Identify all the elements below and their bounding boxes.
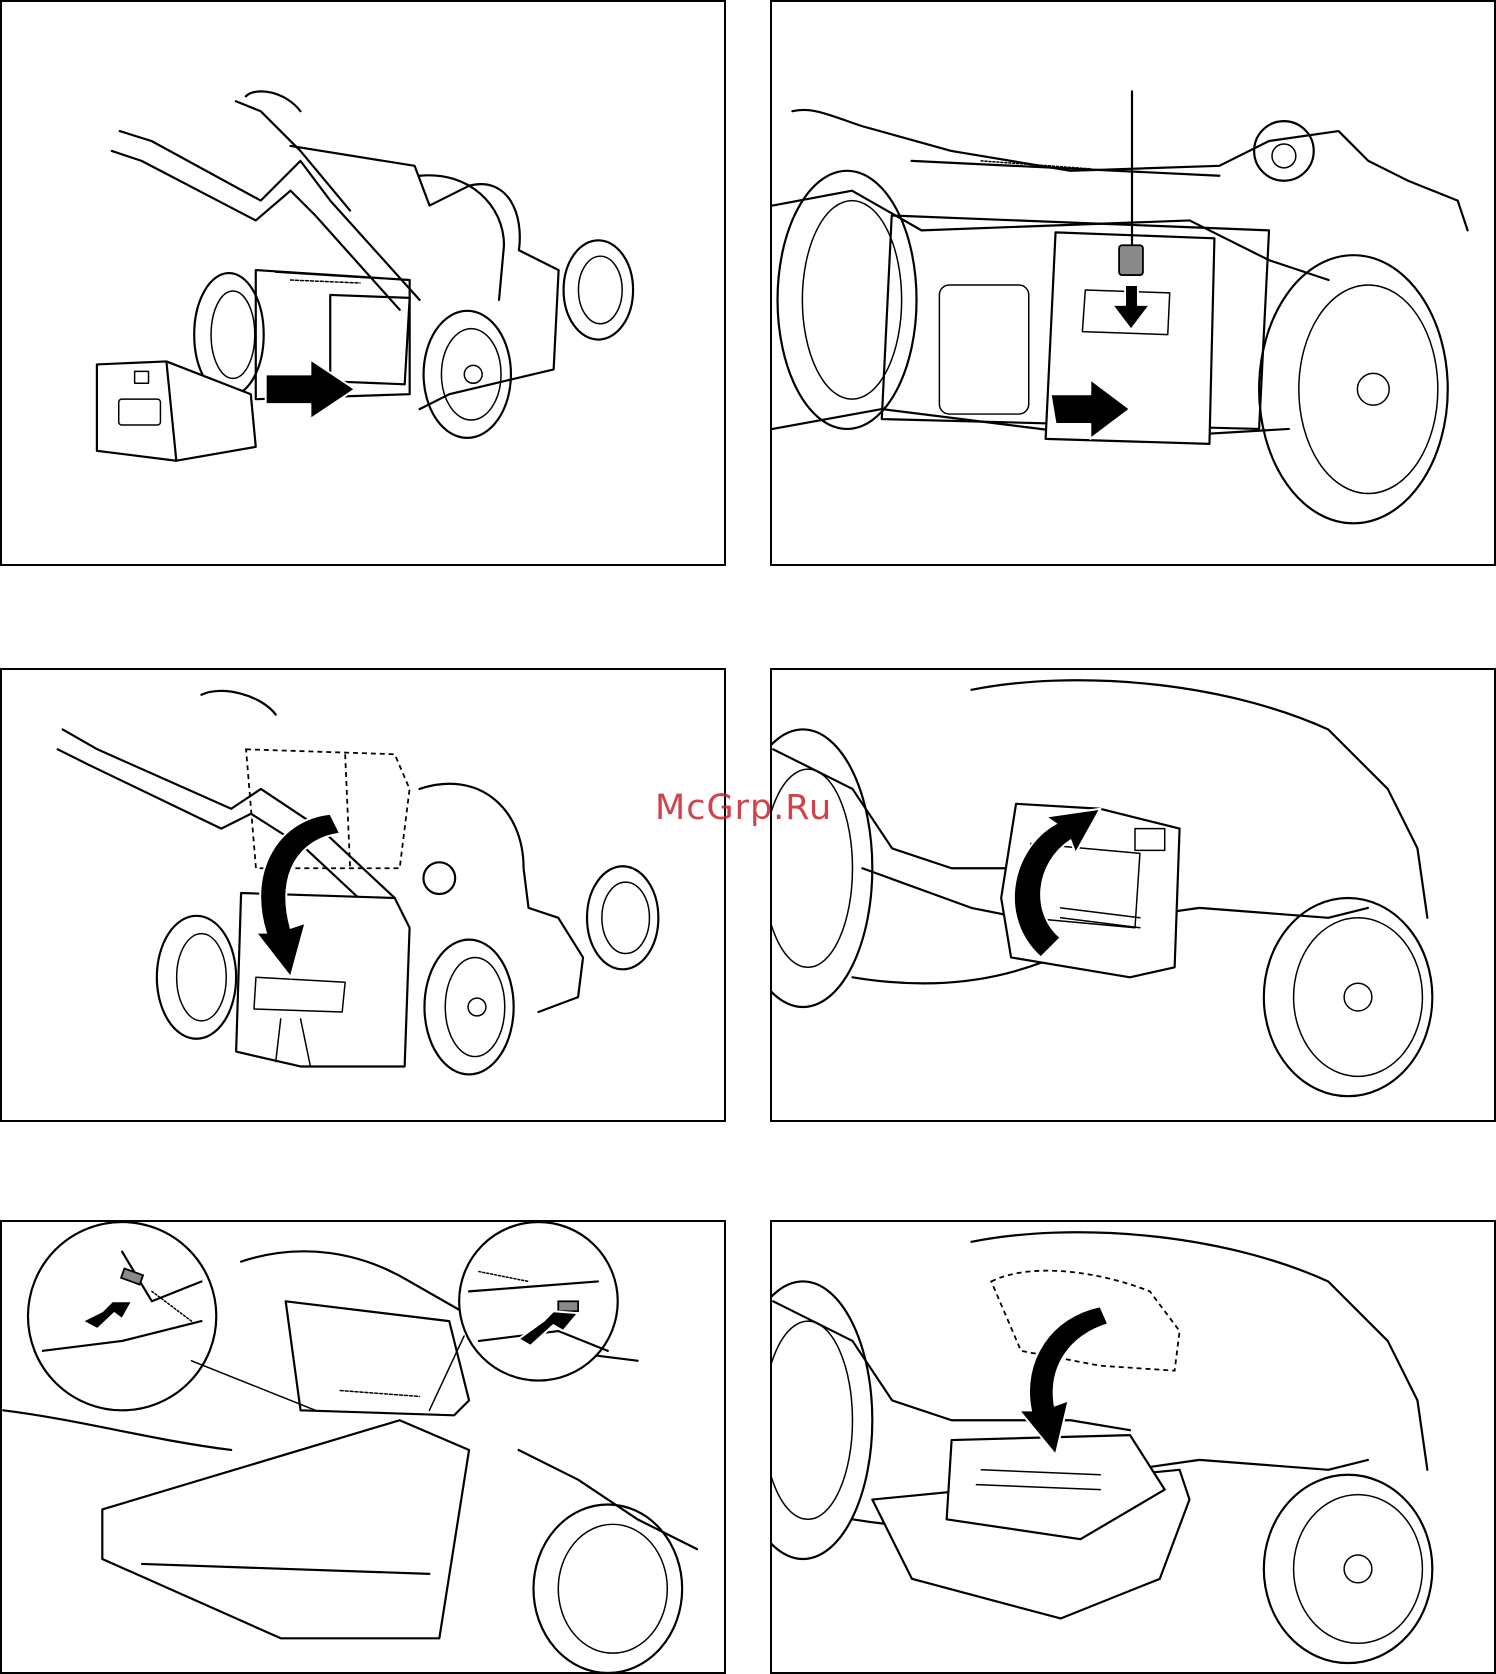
watermark-text: McGrp.Ru bbox=[655, 788, 832, 828]
illustration-flap-lift bbox=[772, 670, 1494, 1120]
panel-attach-bag-latch bbox=[770, 0, 1496, 566]
illustration-bag-latch-closeup bbox=[772, 2, 1494, 564]
panel-close-flap bbox=[770, 1220, 1496, 1674]
panel-lower-bag bbox=[0, 668, 726, 1122]
panel-lift-flap bbox=[770, 668, 1496, 1122]
illustration-mower-bag-lowering bbox=[2, 670, 724, 1120]
panel-mulch-plate-hinge bbox=[0, 1220, 726, 1674]
illustration-mulch-plate-detail bbox=[2, 1222, 724, 1672]
illustration-flap-close bbox=[772, 1222, 1494, 1672]
arrow-right-icon bbox=[266, 359, 355, 419]
panel-attach-bag-insert bbox=[0, 0, 726, 566]
illustration-mower-rear-bag bbox=[2, 2, 724, 564]
curved-arrow-down-icon bbox=[1019, 1306, 1108, 1455]
latch-icon bbox=[1119, 245, 1143, 275]
